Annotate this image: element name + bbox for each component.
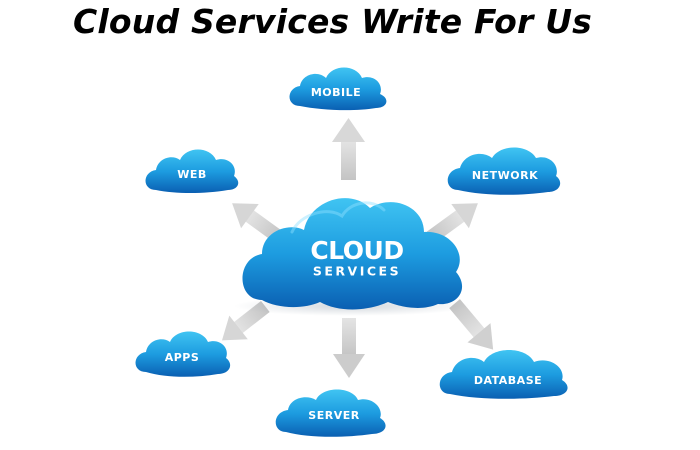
cloud-label-network: NETWORK	[472, 169, 538, 182]
cloud-node-apps: APPS	[135, 331, 231, 377]
arrow-to-server	[333, 318, 365, 378]
cloud-label-mobile: MOBILE	[311, 86, 361, 99]
cloud-node-database: DATABASE	[439, 350, 568, 399]
cloud-label-apps: APPS	[165, 351, 200, 364]
cloud-label-web: WEB	[177, 168, 207, 181]
cloud-label-database: DATABASE	[474, 374, 542, 387]
cloud-node-server: SERVER	[275, 389, 386, 437]
center-cloud-label-line1: CLOUD	[310, 236, 403, 265]
center-cloud-label-line2: SERVICES	[313, 264, 401, 279]
page-title: Cloud Services Write For Us	[72, 2, 593, 41]
arrow-to-mobile	[332, 118, 365, 180]
center-cloud: CLOUD SERVICES	[234, 198, 470, 316]
cloud-node-mobile: MOBILE	[289, 67, 387, 111]
cloud-node-network: NETWORK	[447, 147, 561, 195]
cloud-label-server: SERVER	[308, 409, 359, 422]
cloud-node-web: WEB	[145, 149, 239, 193]
